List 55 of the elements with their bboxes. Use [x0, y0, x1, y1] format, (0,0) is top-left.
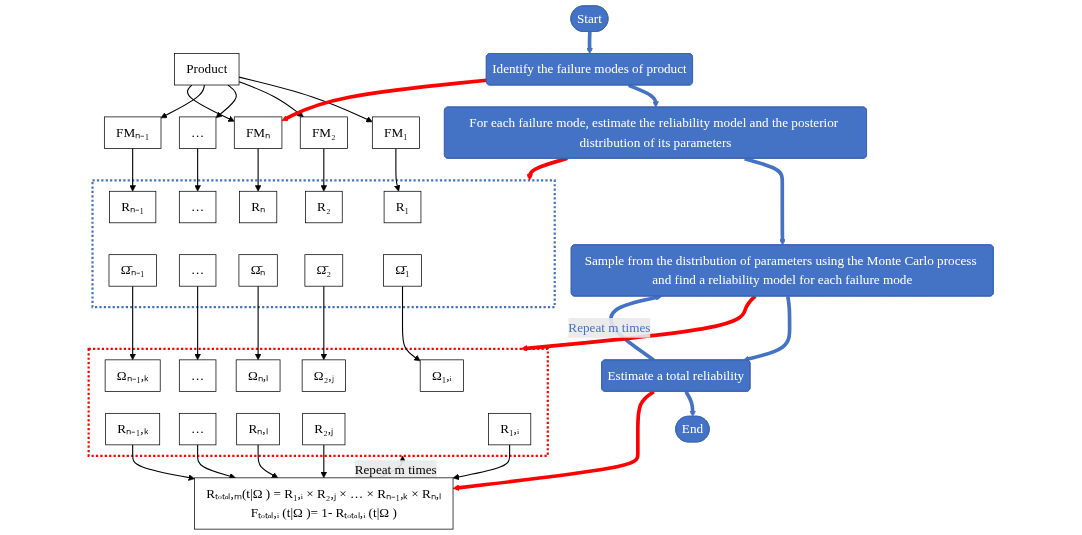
node-box: FMₙ [233, 116, 283, 149]
arrow [394, 147, 401, 192]
node-box: R₁ [383, 190, 422, 224]
node-box: Rₙ [239, 190, 278, 224]
arrow [452, 444, 511, 481]
node-box: R₂ [305, 190, 343, 224]
arrow [129, 147, 136, 192]
arrow [254, 285, 262, 361]
node-box: Ω₁,ᵢ [419, 359, 464, 392]
arrow [320, 444, 328, 479]
node-box: … [178, 116, 217, 149]
node-box: … [178, 359, 217, 392]
arrow [257, 444, 279, 479]
node-box: … [178, 190, 217, 224]
node-box: … [178, 412, 217, 446]
node-box: R₁,ᵢ [488, 412, 532, 446]
arrow [129, 285, 136, 361]
node-box: FMₙ₋₁ [104, 116, 162, 149]
arrow [160, 84, 205, 119]
node-box: Ω̄₂ [304, 254, 344, 287]
node-box: Ω̄₁ [383, 254, 422, 287]
arrow [254, 147, 262, 192]
node-box: … [178, 254, 217, 287]
node-box: Rₙ₋₁ [109, 190, 157, 224]
node-box: Ω₂,ⱼ [301, 359, 346, 392]
node-box: FM₁ [371, 116, 420, 149]
arrow [132, 444, 195, 481]
node-box: Rₙ,ₗ [236, 412, 280, 446]
cluster [91, 179, 556, 309]
node-box: Rₜₒₜₐₗ,ₘ(t|Ω ) = R₁,ᵢ × R₂,ⱼ × … × Rₙ₋₁,ₖ × Rₙ,ₗ Fₜₒₜₐₗ,ᵢ (t|Ω )= 1- Rₜₒₜₐₗ,ᵢ (t|Ω ) [194, 477, 454, 530]
arrow [194, 147, 201, 192]
arrow [238, 81, 304, 118]
arrow [586, 31, 593, 55]
arrow [194, 285, 201, 361]
arrow [238, 76, 373, 123]
arrow [186, 84, 235, 122]
node-box: R₂,ⱼ [302, 412, 346, 446]
arrow [320, 147, 328, 192]
arrow [452, 390, 655, 491]
node-box: Ωₙ,ₗ [235, 359, 281, 392]
arrow [320, 285, 328, 361]
arrow [281, 78, 487, 121]
node-box: Rₙ₋₁,ₖ [105, 412, 161, 446]
edge-label: Repeat m times [354, 462, 437, 477]
node-box: FM₂ [299, 116, 348, 149]
arrow [215, 84, 237, 118]
arrow [401, 285, 421, 362]
arrow [742, 296, 792, 362]
node-box: Ω̄ₙ [238, 254, 278, 287]
arrow [684, 390, 696, 417]
node-box: Ω̄ₙ₋₁ [108, 254, 157, 287]
edge-label: Repeat m times [568, 320, 651, 335]
node-box: Product [174, 53, 240, 86]
node-box: Ωₙ₋₁,ₖ [104, 359, 161, 392]
cluster [87, 347, 549, 457]
